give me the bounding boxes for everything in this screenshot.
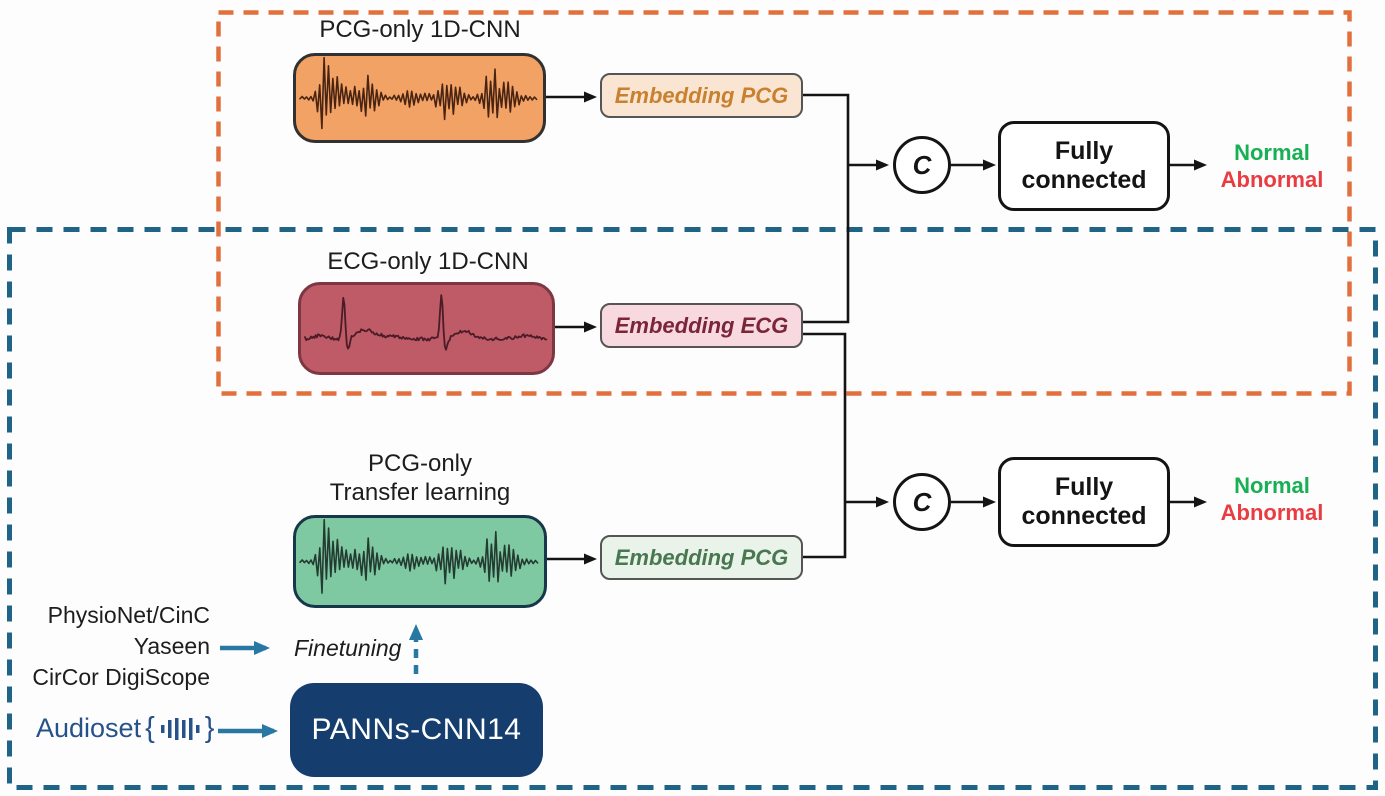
fc-bottom-line1: Fully	[1054, 473, 1114, 501]
pcg-cnn-title: PCG-only 1D-CNN	[319, 16, 521, 43]
ecg-cnn-title: ECG-only 1D-CNN	[327, 248, 529, 275]
abnormal-label-top: Abnormal	[1220, 167, 1324, 192]
transfer-waveform-box	[293, 515, 547, 608]
fc-top-line2: connected	[1021, 166, 1147, 194]
pcg-transfer-title-line2: Transfer learning	[329, 479, 511, 506]
bottom-fusion-connectors	[547, 321, 1207, 565]
fc-bottom-line2: connected	[1021, 502, 1147, 530]
embedding-ecg-box: Embedding ECG	[600, 303, 803, 348]
top-fusion-connectors	[546, 91, 1207, 324]
fully-connected-box-bottom: Fully connected	[998, 457, 1170, 547]
audioset-row: Audioset { }	[36, 712, 218, 745]
audioset-brace-close: }	[204, 712, 215, 744]
fully-connected-box-top: Fully connected	[998, 121, 1170, 211]
abnormal-label-bottom: Abnormal	[1220, 500, 1324, 525]
concat-circle-bottom: C	[893, 473, 951, 531]
concat-circle-top: C	[893, 136, 951, 194]
output-labels-bottom: Normal Abnormal	[1208, 472, 1336, 526]
finetuning-label: Finetuning	[294, 635, 402, 661]
normal-label-top: Normal	[1234, 140, 1310, 165]
embedding-transfer-box: Embedding PCG	[600, 535, 803, 580]
ecg-waveform-box	[298, 282, 555, 375]
finetune-datasets-list: PhysioNet/CinC Yaseen CirCor DigiScope	[8, 600, 210, 693]
pcg-transfer-title: PCG-only Transfer learning	[288, 449, 552, 507]
dataset-physionet: PhysioNet/CinC	[47, 602, 210, 628]
transfer-waveform-icon	[299, 518, 539, 594]
pretrain-arrows	[218, 624, 423, 738]
waveform-bars-icon	[160, 717, 200, 740]
panns-cnn14-box: PANNs-CNN14	[290, 683, 543, 777]
dataset-yaseen: Yaseen	[133, 633, 210, 659]
audioset-label: Audioset	[36, 713, 142, 743]
fc-top-line1: Fully	[1054, 137, 1114, 165]
audioset-brace-open: {	[145, 712, 155, 744]
proposed-branch-dashed-border	[7, 227, 1378, 790]
pcg-branch-dashed-border	[216, 10, 1352, 396]
pcg-waveform-icon	[299, 56, 538, 130]
normal-label-bottom: Normal	[1234, 473, 1310, 498]
pcg-transfer-title-line1: PCG-only	[367, 450, 473, 477]
dataset-circor: CirCor DigiScope	[32, 664, 210, 690]
embedding-pcg-box: Embedding PCG	[600, 73, 803, 118]
output-labels-top: Normal Abnormal	[1208, 139, 1336, 193]
ecg-waveform-icon	[304, 294, 548, 351]
pcg-waveform-box	[293, 53, 546, 143]
